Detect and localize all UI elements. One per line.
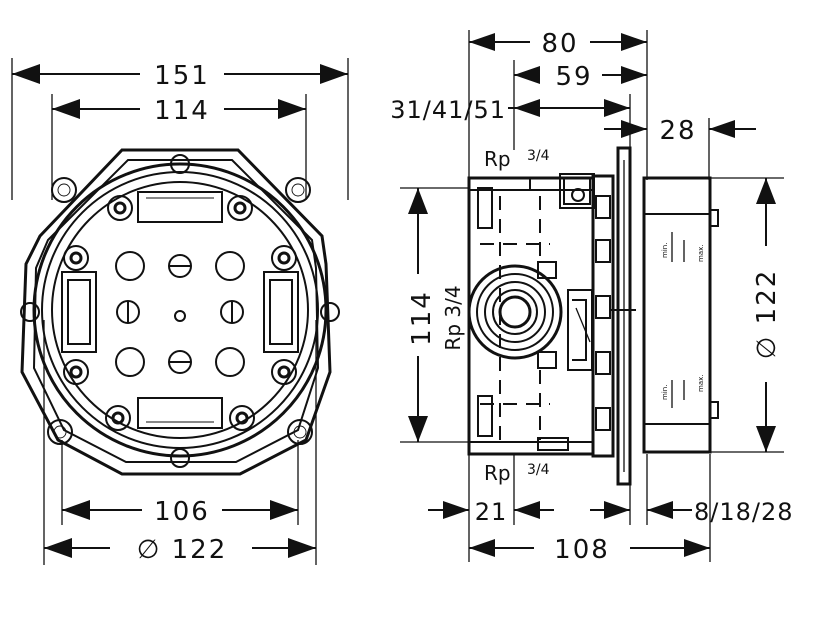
dimension-31-41-51-label: 31/41/51 <box>390 96 506 124</box>
dimension-108: 108 <box>469 454 711 565</box>
marker-max-bottom: max. <box>697 375 705 392</box>
thread-top-frac: 3/4 <box>527 148 550 164</box>
dimension-151-label: 151 <box>154 61 210 91</box>
dimension-114-side: 114 Rp 3/4 <box>400 187 470 443</box>
dimension-21: 21 <box>428 454 554 562</box>
dimension-106: 106 <box>61 440 299 527</box>
dimension-59-label: 59 <box>555 62 592 92</box>
thread-label-top: Rp 3/4 <box>484 147 550 171</box>
dimension-151: 151 <box>11 58 349 200</box>
dimension-8-18-28-label: 8/18/28 <box>694 498 794 526</box>
dimension-106-label: 106 <box>154 497 210 527</box>
dimension-80-label: 80 <box>541 29 578 59</box>
thread-bottom-rp: Rp <box>484 461 511 485</box>
dimension-8-18-28: 8/18/28 <box>590 454 794 526</box>
thread-label-bottom: Rp 3/4 <box>484 461 550 485</box>
dimension-59: 59 <box>513 60 647 150</box>
dimension-114-front: 114 <box>51 94 307 200</box>
marker-max-top: max. <box>697 245 705 262</box>
dimension-28: 28 <box>604 116 756 180</box>
box-housing-front <box>20 148 340 476</box>
ring-screws <box>20 154 340 468</box>
thread-top-rp: Rp <box>484 147 511 171</box>
side-view: 80 59 31/41/51 28 <box>390 29 794 565</box>
dimension-21-label: 21 <box>475 498 508 526</box>
dimension-28-label: 28 <box>659 116 696 146</box>
port-holes <box>115 251 245 377</box>
dimension-diameter-122-front: ∅ 122 <box>43 320 317 565</box>
dimension-diameter-122-front-label: ∅ 122 <box>137 535 228 565</box>
thread-bottom-frac: 3/4 <box>527 462 550 478</box>
thread-side-label: Rp 3/4 <box>441 285 465 350</box>
dimension-diameter-122-side: ∅ 122 <box>710 177 784 453</box>
front-view: 151 114 <box>11 58 349 565</box>
marker-min-bottom: min. <box>661 385 669 400</box>
marker-min-top: min. <box>661 243 669 258</box>
dimension-80: 80 <box>468 29 648 180</box>
dimension-31-41-51: 31/41/51 <box>390 94 631 150</box>
dimension-108-label: 108 <box>554 535 610 565</box>
dimension-diameter-122-side-label: ∅ 122 <box>752 269 782 360</box>
dimension-114-front-label: 114 <box>154 96 210 126</box>
dimension-114-side-label: 114 <box>407 290 437 346</box>
box-housing-side: min. max. min. max. <box>467 146 719 486</box>
